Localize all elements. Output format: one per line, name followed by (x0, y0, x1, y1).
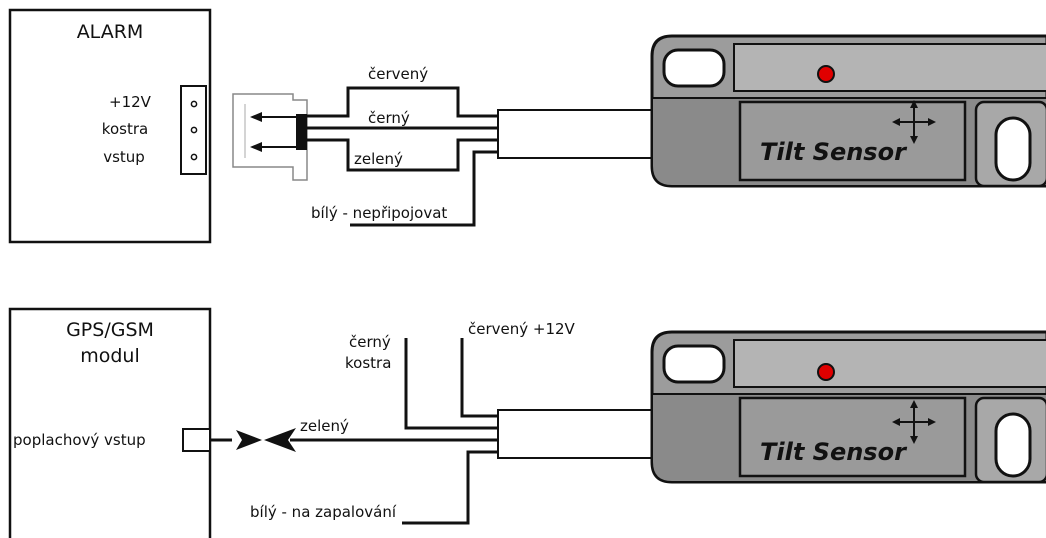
terminal-pin (190, 100, 198, 108)
tilt-sensor-top: Tilt Sensor (650, 34, 1046, 188)
terminal-label-kostra: kostra (102, 120, 148, 138)
wire-label-red: červený +12V (468, 320, 576, 338)
cable-sheath-top (497, 109, 654, 159)
led-indicator (817, 65, 835, 83)
sensor-label: Tilt Sensor (760, 138, 908, 166)
cable-sheath-bottom (497, 409, 654, 459)
wire-label-green: zelený (300, 417, 349, 435)
terminal-label-12v: +12V (109, 93, 152, 111)
alarm-input-label: poplachový vstup (13, 431, 146, 449)
alarm-title: ALARM (77, 21, 144, 43)
sensor-label: Tilt Sensor (760, 438, 908, 466)
gps-title-line2: modul (80, 345, 140, 367)
wire-label-red: červený (368, 65, 428, 83)
alarm-input-terminal (182, 428, 211, 452)
top-diagram: ALARM +12V kostra vstup (8, 8, 1046, 244)
bottom-diagram: GPS/GSM modul poplachový vstup černý kos… (8, 307, 1046, 538)
connection-arrow-right-icon (236, 430, 262, 450)
bottom-wires (290, 338, 498, 525)
wire-label-black: černý (368, 109, 410, 127)
wire-label-white: bílý - nepřipojovat (311, 204, 447, 222)
wire-label-white: bílý - na zapalování (250, 503, 397, 521)
gps-title-line1: GPS/GSM (66, 319, 154, 341)
terminal-pin (190, 153, 198, 161)
alarm-device-box (8, 8, 212, 244)
wire-label-black-line1: černý (349, 333, 391, 351)
top-wires (307, 86, 498, 227)
led-indicator (817, 363, 835, 381)
tilt-sensor-bottom: Tilt Sensor (650, 330, 1046, 484)
wire-label-green: zelený (354, 150, 403, 168)
wire-label-black-line2: kostra (345, 354, 391, 372)
terminal-pin (190, 126, 198, 134)
connector-plug (232, 93, 308, 181)
connection-arrow-left-icon (264, 428, 296, 452)
gps-device-box (8, 307, 212, 538)
terminal-label-vstup: vstup (103, 148, 145, 166)
